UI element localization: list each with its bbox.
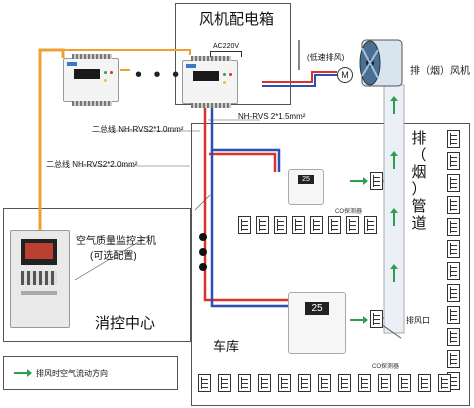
- power-cable-label: NH-RVS 2*1.5mm²: [238, 112, 306, 121]
- blue-wire-lower: [210, 150, 288, 308]
- dot-3: [199, 263, 207, 271]
- duct-char-2: （: [411, 147, 427, 164]
- motor-icon: M: [337, 67, 353, 83]
- fan-controller-left: [63, 54, 119, 106]
- duct-label: 排 （ 烟 ） 管 道: [411, 130, 427, 232]
- duct-char-5: 管: [411, 198, 427, 215]
- duct-char-1: 排: [411, 130, 427, 147]
- co-detector-small: 25: [288, 169, 324, 205]
- co-detector-big-label: CO探测器: [372, 364, 400, 370]
- vent-lower: [370, 310, 383, 328]
- blue-wire: [210, 108, 281, 172]
- orange-bus-wire-top: [63, 49, 191, 55]
- co-detector-big-display: 25: [305, 302, 329, 315]
- legend-text: 排风时空气流动方向: [36, 369, 108, 378]
- airflow-right-arrow-upper: [350, 177, 368, 185]
- orange-bus-wire: [30, 48, 65, 252]
- duct-char-6: 道: [411, 215, 427, 232]
- ac220v-label: AC220V: [213, 43, 240, 50]
- dot-2: [199, 248, 207, 256]
- legend-arrow: [14, 369, 32, 377]
- bus-line-1-label: 二总线 NH-RVS2*1.0mm²: [92, 125, 184, 134]
- airflow-right-arrow-lower: [350, 316, 368, 324]
- airflow-up-arrow-1: [390, 96, 398, 114]
- airflow-up-arrow-4: [390, 264, 398, 282]
- airflow-up-arrow-3: [390, 208, 398, 226]
- low-speed-exhaust-label: (低速排风): [307, 53, 345, 62]
- red-wire: [203, 108, 288, 302]
- air-quality-host: [10, 230, 70, 328]
- dot-1: [199, 233, 207, 241]
- host-label-1: 空气质量监控主机: [76, 236, 156, 247]
- duct-char-4: ）: [411, 181, 427, 198]
- host-label-2: (可选配置): [90, 251, 137, 262]
- fire-center-label: 消控中心: [95, 315, 156, 332]
- co-detector-small-label: CO探测器: [335, 209, 363, 215]
- motor-wire-red: [262, 71, 337, 83]
- ac220v-bracket: [210, 51, 242, 57]
- exhaust-fan-icon: [359, 39, 403, 87]
- bus-line-2-label: 二总线 NH-RVS2*2.0mm²: [46, 160, 138, 169]
- garage-label: 车库: [213, 339, 240, 354]
- vent-upper: [370, 172, 383, 190]
- motor-wire-blue: [262, 74, 337, 87]
- airflow-up-arrow-2: [390, 151, 398, 169]
- red-wire-small: [209, 152, 277, 172]
- exhaust-port-label: 排风口: [406, 316, 430, 325]
- fan-box-title: 风机配电箱: [199, 11, 275, 28]
- ellipsis-dots: • • •: [135, 64, 183, 86]
- duct-char-3: 烟: [411, 164, 427, 181]
- co-detector-big: 25: [288, 292, 346, 354]
- legend-box: [3, 356, 178, 390]
- garage-frame: [191, 123, 470, 406]
- vertical-divider: [298, 40, 300, 70]
- co-detector-small-display: 25: [298, 175, 314, 184]
- exhaust-fan-label: 排（烟）风机: [410, 66, 470, 77]
- fan-controller-right: [182, 56, 238, 108]
